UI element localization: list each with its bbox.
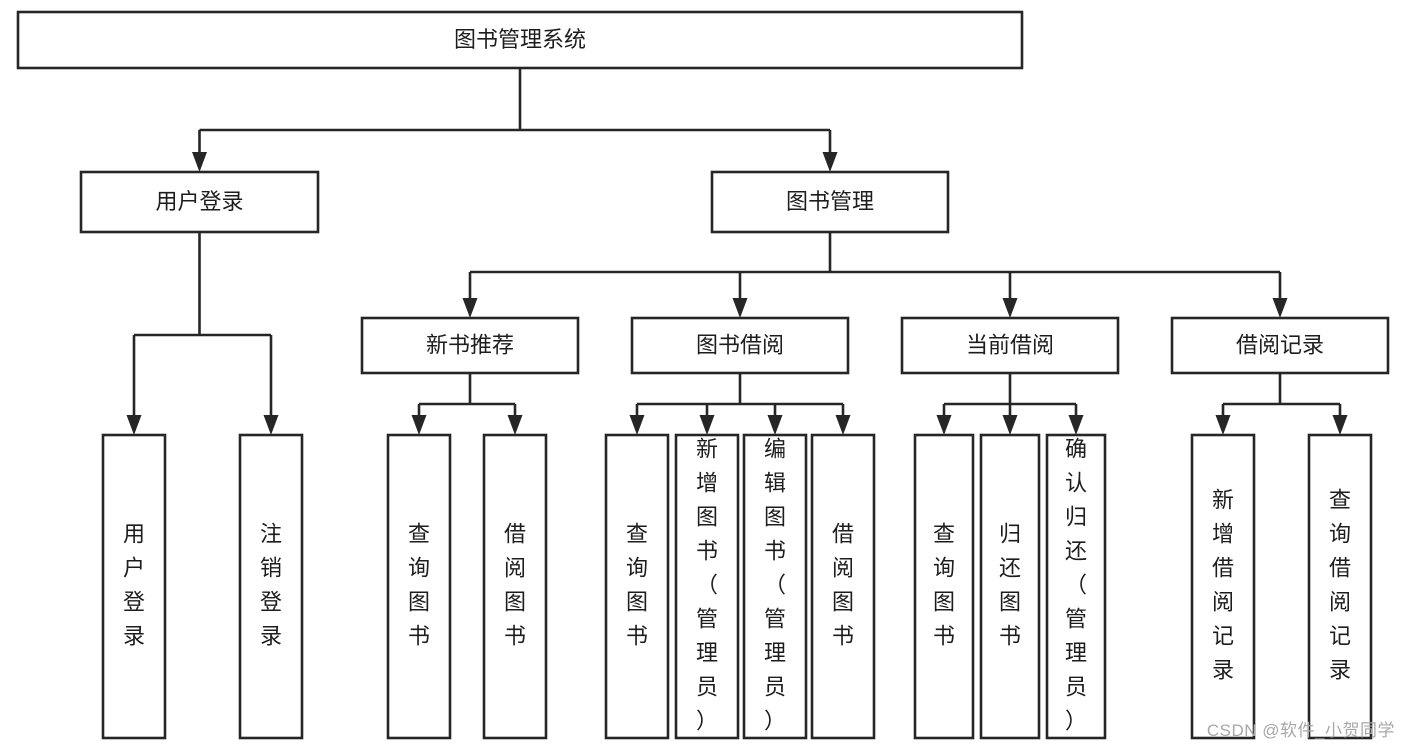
node-box-login[interactable]	[79, 170, 320, 234]
node-leaf-confirm-return[interactable]: 确认归还（管理员）	[1045, 433, 1107, 740]
node-box-leaf-confirm-return[interactable]	[1045, 433, 1107, 740]
node-leaf-query-book-1[interactable]: 查询图书	[386, 433, 452, 740]
watermark-label: CSDN @软件_小贺同学	[1206, 721, 1395, 740]
node-box-current[interactable]	[900, 316, 1120, 375]
node-box-root[interactable]	[16, 10, 1024, 70]
node-label-leaf-query-book-1: 查询图书	[408, 521, 430, 648]
edge-group-bookmgmt	[462, 232, 1288, 318]
node-label-leaf-return-book: 归还图书	[999, 521, 1021, 648]
node-label-borrow: 图书借阅	[696, 332, 784, 357]
node-leaf-user-login[interactable]: 用户登录	[101, 433, 167, 740]
node-current[interactable]: 当前借阅	[900, 316, 1120, 375]
node-label-leaf-query-book-2: 查询图书	[626, 521, 648, 648]
node-box-leaf-add-book[interactable]	[674, 433, 740, 740]
node-label-root: 图书管理系统	[454, 27, 586, 52]
node-box-leaf-query-book-2[interactable]	[604, 433, 670, 740]
node-bookmgmt[interactable]: 图书管理	[710, 170, 950, 234]
node-box-leaf-edit-book[interactable]	[742, 433, 808, 740]
node-leaf-return-book[interactable]: 归还图书	[979, 433, 1041, 740]
node-label-leaf-confirm-return: 确认归还（管理员）	[1065, 436, 1087, 733]
node-label-leaf-borrow-book-1: 借阅图书	[504, 521, 526, 648]
nodes-layer: 图书管理系统用户登录图书管理新书推荐图书借阅当前借阅借阅记录用户登录注销登录查询…	[16, 10, 1390, 740]
node-box-bookmgmt[interactable]	[710, 170, 950, 234]
node-login[interactable]: 用户登录	[79, 170, 320, 234]
node-label-newbook: 新书推荐	[426, 332, 514, 357]
edges-layer	[126, 68, 1348, 435]
node-leaf-query-record[interactable]: 查询借阅记录	[1307, 433, 1373, 740]
node-label-leaf-add-book: 新增图书（管理员）	[696, 436, 718, 733]
node-label-leaf-query-book-3: 查询图书	[933, 521, 955, 648]
node-leaf-query-book-3[interactable]: 查询图书	[913, 433, 975, 740]
node-box-leaf-return-book[interactable]	[979, 433, 1041, 740]
edge-group-records	[1215, 373, 1348, 435]
node-records[interactable]: 借阅记录	[1170, 316, 1390, 375]
node-box-leaf-logout[interactable]	[238, 433, 304, 740]
node-leaf-add-record[interactable]: 新增借阅记录	[1190, 433, 1256, 740]
edge-group-current	[936, 373, 1084, 435]
node-label-leaf-edit-book: 编辑图书（管理员）	[764, 436, 786, 733]
edge-group-borrow	[629, 373, 851, 435]
node-box-leaf-query-book-1[interactable]	[386, 433, 452, 740]
node-label-login: 用户登录	[155, 189, 243, 214]
node-label-leaf-user-login: 用户登录	[123, 521, 145, 648]
node-label-current: 当前借阅	[966, 332, 1054, 357]
node-label-leaf-logout: 注销登录	[260, 521, 282, 648]
node-box-leaf-query-book-3[interactable]	[913, 433, 975, 740]
node-leaf-borrow-book-1[interactable]: 借阅图书	[482, 433, 548, 740]
node-label-leaf-query-record: 查询借阅记录	[1329, 487, 1351, 682]
node-box-newbook[interactable]	[360, 316, 580, 375]
node-label-leaf-add-record: 新增借阅记录	[1212, 487, 1234, 682]
node-label-records: 借阅记录	[1236, 332, 1324, 357]
node-box-leaf-borrow-book-1[interactable]	[482, 433, 548, 740]
node-root[interactable]: 图书管理系统	[16, 10, 1024, 70]
edge-group-login	[126, 232, 279, 435]
node-box-records[interactable]	[1170, 316, 1390, 375]
node-box-borrow[interactable]	[630, 316, 850, 375]
edge-group-root	[192, 68, 838, 172]
node-label-leaf-borrow-book-2: 借阅图书	[832, 521, 854, 648]
node-label-bookmgmt: 图书管理	[786, 189, 874, 214]
node-leaf-query-book-2[interactable]: 查询图书	[604, 433, 670, 740]
node-leaf-add-book[interactable]: 新增图书（管理员）	[674, 433, 740, 740]
node-leaf-logout[interactable]: 注销登录	[238, 433, 304, 740]
node-box-leaf-borrow-book-2[interactable]	[810, 433, 876, 740]
node-borrow[interactable]: 图书借阅	[630, 316, 850, 375]
edge-group-newbook	[411, 373, 523, 435]
node-leaf-edit-book[interactable]: 编辑图书（管理员）	[742, 433, 808, 740]
node-box-leaf-query-record[interactable]	[1307, 433, 1373, 740]
node-newbook[interactable]: 新书推荐	[360, 316, 580, 375]
node-leaf-borrow-book-2[interactable]: 借阅图书	[810, 433, 876, 740]
node-box-leaf-add-record[interactable]	[1190, 433, 1256, 740]
node-box-leaf-user-login[interactable]	[101, 433, 167, 740]
